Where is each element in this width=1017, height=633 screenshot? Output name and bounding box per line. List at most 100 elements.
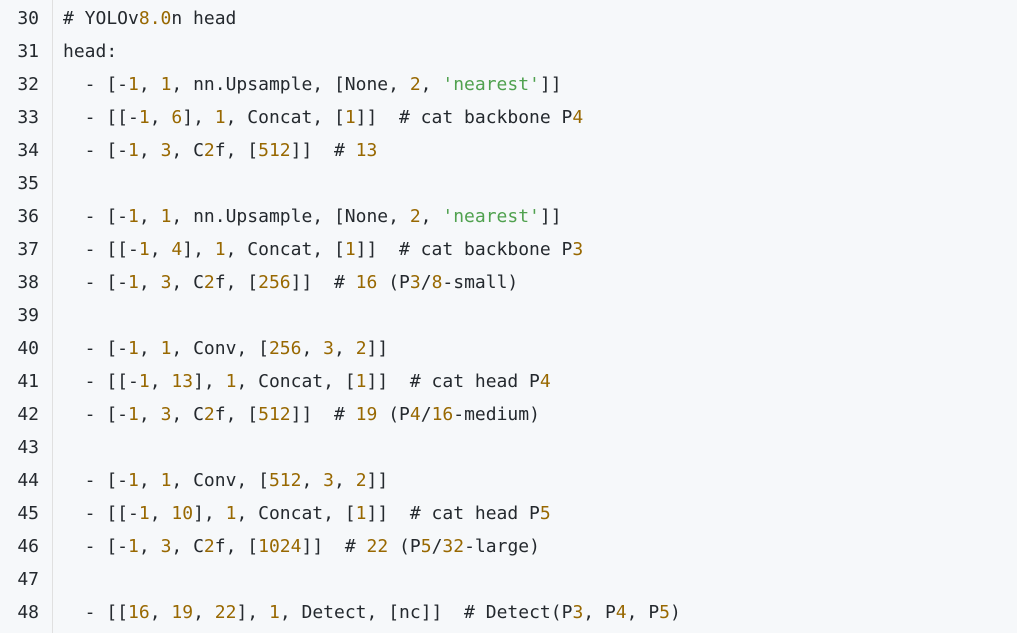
text-token: / (420, 404, 432, 425)
text-token: ]] (366, 338, 389, 359)
number-token: 16 (431, 404, 454, 425)
text-token: - [- (63, 338, 129, 359)
line-number: 41 (17, 371, 39, 392)
text-token: , (149, 371, 172, 392)
code-text: - [-1, 1, nn.Upsample, [None, 2, 'neares… (63, 200, 562, 233)
text-token: , (138, 338, 161, 359)
number-token: 13 (355, 140, 378, 161)
number-token: 2 (355, 470, 367, 491)
line-number-gutter (0, 0, 53, 633)
text-token: , Conv, [ (171, 470, 269, 491)
number-token: 512 (268, 470, 302, 491)
text-token: / (420, 272, 432, 293)
line-number: 38 (17, 272, 39, 293)
text-token: - [- (63, 404, 129, 425)
text-token: , Detect, [nc]] # Detect(P (279, 602, 573, 623)
text-token: ]] # (290, 140, 356, 161)
text-token: ]] # cat head P (366, 503, 540, 524)
text-token: , (301, 470, 324, 491)
text-token: , (334, 338, 356, 359)
number-token: 1 (225, 371, 237, 392)
number-token: 4 (539, 371, 551, 392)
text-token: , P (583, 602, 616, 623)
code-text: # YOLOv8.0n head (63, 2, 236, 35)
number-token: 1 (138, 107, 150, 128)
number-token: 32 (442, 536, 465, 557)
number-token: 10 (171, 503, 194, 524)
code-line: 39 (0, 299, 1017, 332)
number-token: 1 (344, 107, 356, 128)
number-token: 1 (128, 470, 139, 491)
number-token: 1024 (258, 536, 302, 557)
number-token: 1 (214, 107, 226, 128)
text-token: , (138, 404, 161, 425)
number-token: 16 (128, 602, 150, 623)
line-number: 37 (17, 239, 39, 260)
text-token: ]] # cat head P (366, 371, 540, 392)
code-text: - [-1, 3, C2f, [512]] # 13 (63, 134, 378, 167)
text-token: # YOLOv (63, 8, 139, 29)
code-text: - [-1, 3, C2f, [512]] # 19 (P4/16-medium… (63, 398, 540, 431)
number-token: 1 (138, 371, 150, 392)
text-token: , (149, 503, 172, 524)
text-token: - [[ (63, 602, 129, 623)
text-token: head: (63, 41, 118, 62)
text-token: , C (171, 140, 204, 161)
text-token: -small) (442, 272, 519, 293)
line-number: 33 (17, 107, 39, 128)
code-text: - [[-1, 4], 1, Concat, [1]] # cat backbo… (63, 233, 584, 266)
text-token: - [- (63, 272, 129, 293)
code-text: - [[-1, 10], 1, Concat, [1]] # cat head … (63, 497, 551, 530)
code-text: - [-1, 1, nn.Upsample, [None, 2, 'neares… (63, 68, 562, 101)
number-token: 1 (355, 371, 367, 392)
code-line: 45 - [[-1, 10], 1, Concat, [1]] # cat he… (0, 497, 1017, 530)
text-token: - [- (63, 470, 129, 491)
number-token: 1 (160, 338, 172, 359)
number-token: 3 (572, 239, 584, 260)
code-line: 37 - [[-1, 4], 1, Concat, [1]] # cat bac… (0, 233, 1017, 266)
text-token: , Concat, [ (225, 239, 345, 260)
text-token: - [[- (63, 503, 139, 524)
text-token: (P (388, 536, 421, 557)
text-token: n head (171, 8, 237, 29)
number-token: 22 (366, 536, 389, 557)
number-token: 256 (258, 272, 291, 293)
number-token: 1 (128, 404, 139, 425)
line-number: 32 (17, 74, 39, 95)
string-token: 'nearest' (442, 74, 540, 95)
text-token: (P (377, 404, 410, 425)
number-token: 1 (128, 338, 139, 359)
code-line: 46 - [-1, 3, C2f, [1024]] # 22 (P5/32-la… (0, 530, 1017, 563)
number-token: 3 (160, 536, 172, 557)
text-token: -large) (464, 536, 540, 557)
text-token: - [- (63, 206, 129, 227)
line-number: 47 (17, 569, 39, 590)
number-token: 1 (355, 503, 367, 524)
number-token: 1 (160, 74, 172, 95)
code-line: 36 - [-1, 1, nn.Upsample, [None, 2, 'nea… (0, 200, 1017, 233)
text-token: - [[- (63, 107, 139, 128)
text-token: , (138, 470, 161, 491)
text-token: ) (670, 602, 681, 623)
text-token: , (149, 239, 172, 260)
number-token: 2 (409, 206, 421, 227)
line-number: 46 (17, 536, 39, 557)
code-line: 47 (0, 563, 1017, 596)
number-token: 3 (409, 272, 421, 293)
code-line: 40 - [-1, 1, Conv, [256, 3, 2]] (0, 332, 1017, 365)
number-token: 1 (225, 503, 237, 524)
text-token: , Conv, [ (171, 338, 269, 359)
number-token: 3 (323, 470, 334, 491)
text-token: , (138, 536, 161, 557)
number-token: 8 (431, 272, 443, 293)
text-token: ]] (366, 470, 389, 491)
text-token: ], (193, 503, 226, 524)
text-token: / (431, 536, 443, 557)
number-token: 1 (138, 239, 150, 260)
number-token: 19 (355, 404, 378, 425)
code-line: 33 - [[-1, 6], 1, Concat, [1]] # cat bac… (0, 101, 1017, 134)
text-token: , (138, 74, 161, 95)
text-token: , C (171, 536, 204, 557)
